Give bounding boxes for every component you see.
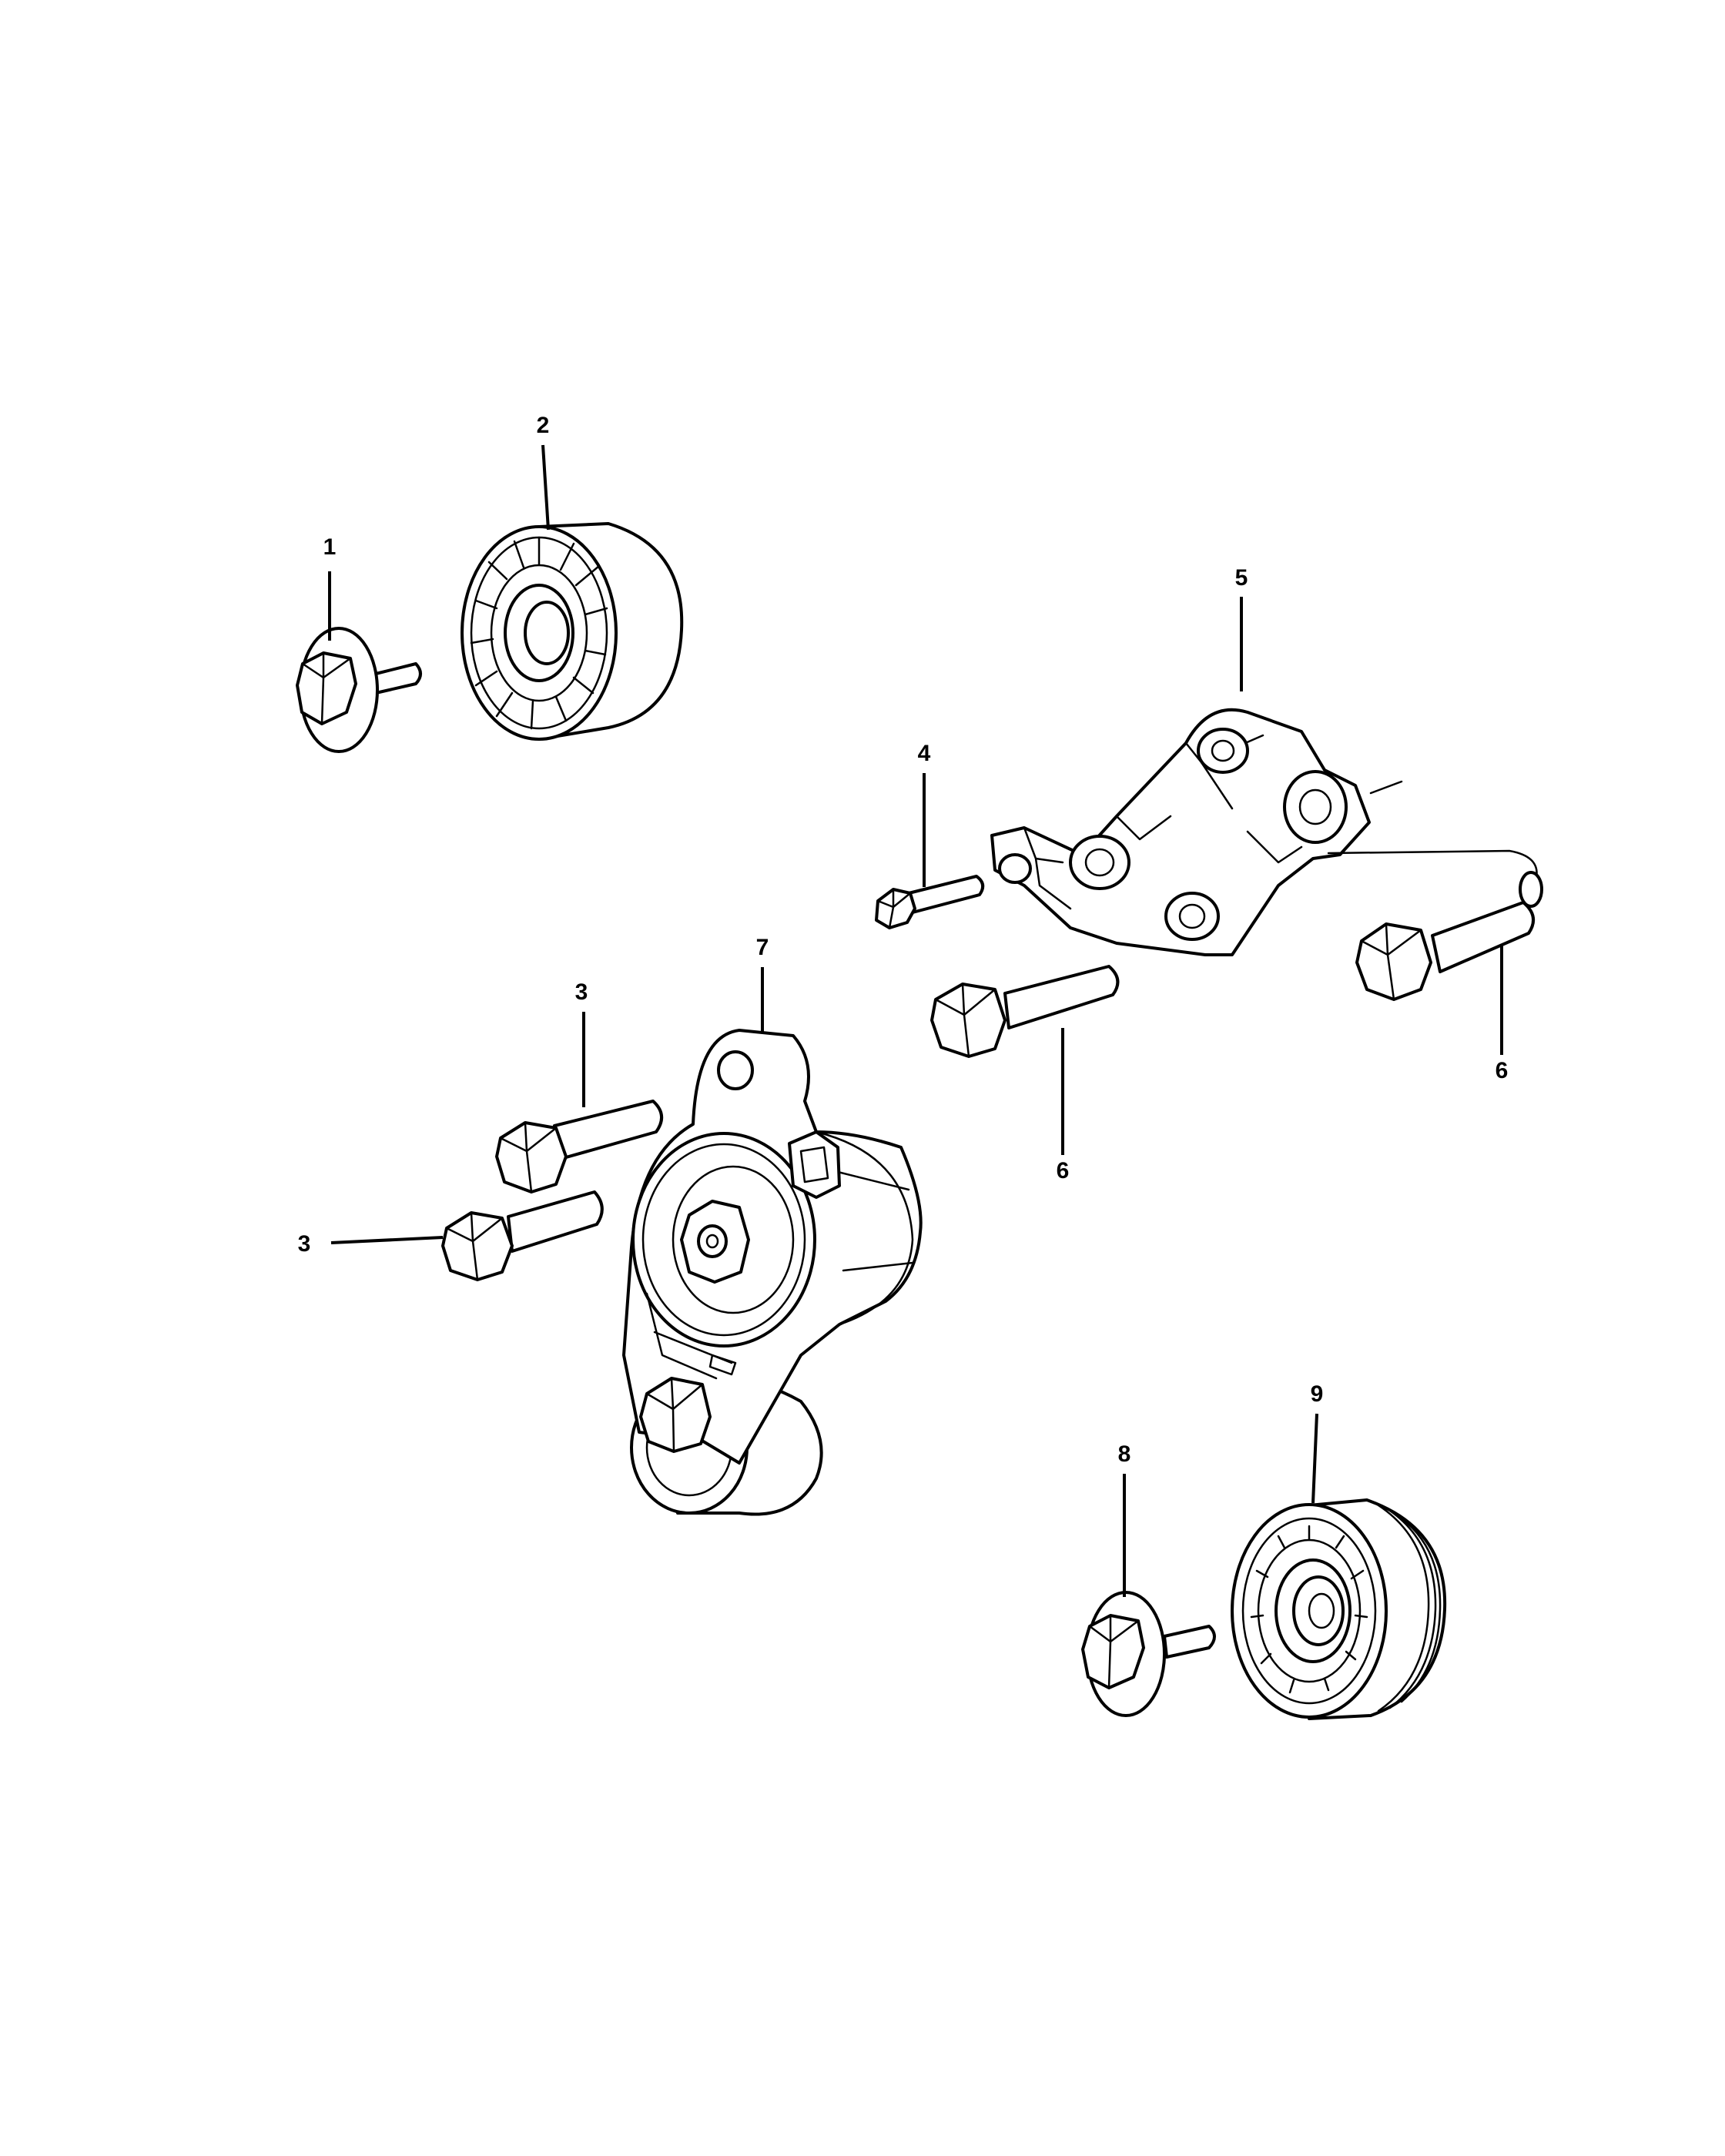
- callout-6-right: 6: [1496, 1058, 1509, 1083]
- callout-3-lower: 3: [298, 1231, 311, 1257]
- leader-9: [1311, 1413, 1318, 1504]
- callout-labels: 1 2 3 3 4 5 6 6 7 8 9: [298, 413, 1509, 1467]
- leader-3b: [330, 1236, 444, 1244]
- callout-6-middle: 6: [1057, 1158, 1070, 1183]
- part-8-flange-bolt: [1081, 1591, 1216, 1717]
- part-3-bolt-lower: [441, 1190, 604, 1281]
- leader-2: [541, 444, 550, 531]
- callout-2: 2: [537, 413, 550, 438]
- part-7-belt-tensioner: [622, 1029, 923, 1516]
- callout-8: 8: [1118, 1441, 1131, 1467]
- part-2-idler-pulley: [461, 522, 684, 741]
- part-4-bolt: [875, 875, 985, 929]
- leader-lines: [328, 444, 1503, 1597]
- part-3-bolt-upper: [495, 1100, 663, 1194]
- part-6-bolt-right: [1355, 871, 1543, 1001]
- part-9-grooved-pulley: [1231, 1498, 1447, 1720]
- part-6-bolt-middle: [930, 965, 1120, 1058]
- callout-9: 9: [1311, 1381, 1324, 1407]
- callout-7: 7: [756, 935, 769, 960]
- part-1-flange-bolt: [296, 627, 422, 753]
- callout-5: 5: [1235, 565, 1248, 591]
- callout-1: 1: [323, 534, 337, 560]
- callout-3-upper: 3: [575, 979, 588, 1005]
- callout-4: 4: [918, 741, 931, 766]
- part-5-tensioner-bracket: [990, 708, 1538, 956]
